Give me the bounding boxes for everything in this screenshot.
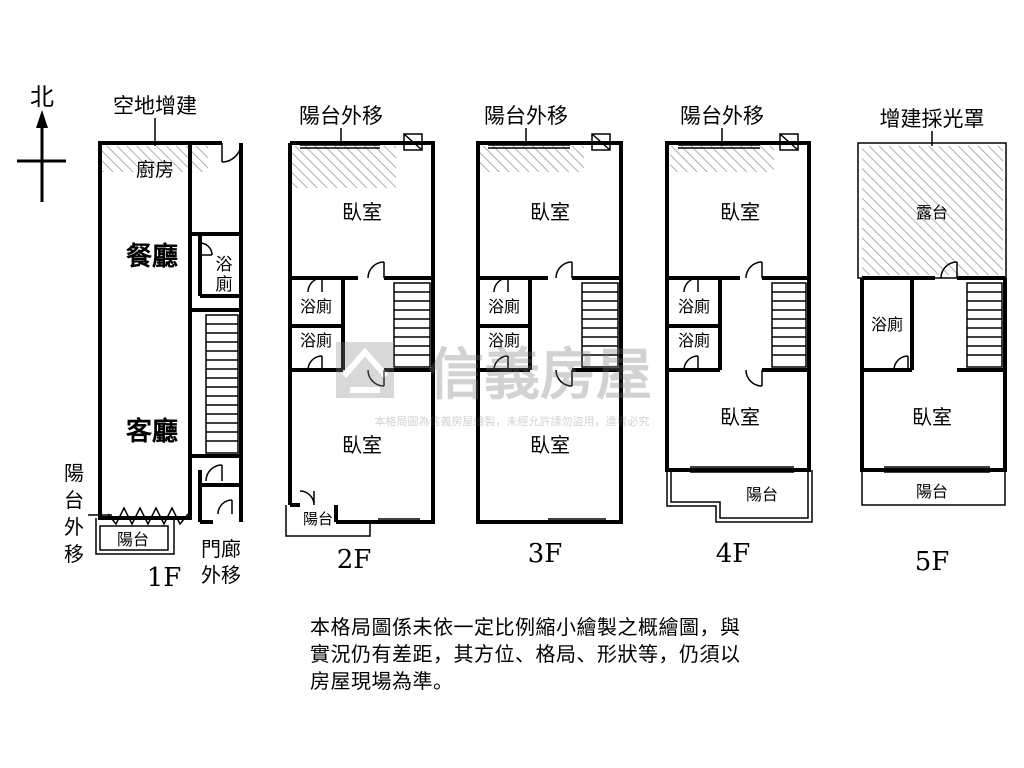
floor-3f: 陽台外移 臥室 浴廁 浴廁 臥室 bbox=[476, 104, 623, 569]
floor-4f: 陽台外移 臥室 浴廁 bbox=[665, 104, 813, 569]
f4-wall-outer bbox=[665, 141, 811, 472]
f1-balcony-shift-1: 陽 bbox=[64, 461, 84, 485]
f5-balcony-outline bbox=[861, 470, 1006, 506]
f5-terrace-hatch bbox=[862, 146, 1003, 275]
floor-5f: 增建採光罩 露台 浴廁 臥室 陽台 5F bbox=[857, 107, 1007, 577]
f4-balcony-label: 陽台 bbox=[746, 485, 778, 504]
f2-stairs bbox=[393, 282, 431, 368]
f1-balcony-shift-4: 移 bbox=[64, 542, 84, 566]
f2-bedroom-top-label: 臥室 bbox=[342, 200, 382, 224]
f3-stairs bbox=[581, 282, 619, 368]
f1-floor-label: 1F bbox=[147, 563, 182, 593]
f5-stairs bbox=[966, 282, 1003, 368]
f3-bath1-label: 浴廁 bbox=[488, 297, 520, 316]
f3-hatch-area bbox=[480, 146, 584, 172]
note-line-3: 房屋現場為準。 bbox=[310, 669, 454, 693]
f1-annex-label: 空地增建 bbox=[113, 94, 197, 118]
f4-hatch-area bbox=[670, 146, 774, 172]
disclaimer-note: 本格局圖係未依一定比例縮小繪製之概繪圖，與 實況仍有差距，其方位、格局、形狀等，… bbox=[310, 614, 780, 695]
note-line-1: 本格局圖係未依一定比例縮小繪製之概繪圖，與 bbox=[310, 615, 741, 639]
f5-balcony-label: 陽台 bbox=[916, 482, 948, 501]
f2-balcony-label: 陽台 bbox=[303, 510, 333, 528]
f2-bath1-label: 浴廁 bbox=[300, 297, 332, 316]
watermark-notice: 本格局圖為信義房屋繪製，未經允許請勿盜用，違者必究 bbox=[375, 414, 650, 428]
north-compass: 北 bbox=[17, 83, 66, 202]
f2-bath2-label: 浴廁 bbox=[300, 331, 332, 350]
f1-porch-shift-1: 門廊 bbox=[201, 537, 241, 561]
f2-floor-label: 2F bbox=[337, 545, 372, 575]
f5-wall-outer bbox=[860, 278, 1007, 472]
f5-bath-label: 浴廁 bbox=[871, 315, 903, 334]
f1-wall-outer-left bbox=[98, 141, 222, 520]
f3-floor-label: 3F bbox=[528, 539, 563, 569]
f1-balcony-box bbox=[99, 525, 169, 551]
f1-dining-label: 餐廳 bbox=[126, 241, 178, 272]
f4-bedroom-top-label: 臥室 bbox=[720, 200, 760, 224]
north-label: 北 bbox=[30, 83, 54, 111]
f1-stairs bbox=[205, 314, 239, 454]
f4-bath2-label: 浴廁 bbox=[678, 331, 710, 350]
f1-living-label: 客廳 bbox=[126, 416, 178, 447]
north-arrow-icon bbox=[36, 110, 48, 128]
f4-floor-label: 4F bbox=[716, 539, 751, 569]
f4-stairs bbox=[771, 282, 807, 368]
f3-balcony-shift-label: 陽台外移 bbox=[484, 104, 568, 128]
f4-bedroom-bottom-label: 臥室 bbox=[720, 405, 760, 429]
f3-bedroom-top-label: 臥室 bbox=[530, 200, 570, 224]
f1-balcony-shift-3: 外 bbox=[64, 515, 84, 539]
f1-kitchen-label: 廚房 bbox=[136, 158, 174, 181]
f4-balcony-shift-label: 陽台外移 bbox=[680, 104, 764, 128]
watermark-brand: 信義房屋 bbox=[428, 343, 652, 408]
f3-wall-outer bbox=[476, 141, 623, 524]
f1-bath-label-2: 廁 bbox=[216, 274, 233, 295]
f2-bedroom-bottom-label: 臥室 bbox=[342, 433, 382, 457]
f5-skylight-label: 增建採光罩 bbox=[880, 107, 985, 131]
watermark: 信義房屋 本格局圖為信義房屋繪製，未經允許請勿盜用，違者必究 bbox=[336, 342, 652, 428]
f2-balcony-shift-label: 陽台外移 bbox=[299, 104, 383, 128]
floor-2f: 陽台外移 bbox=[285, 104, 435, 575]
f1-balcony-label: 陽台 bbox=[117, 530, 149, 549]
f5-terrace-label: 露台 bbox=[916, 203, 948, 222]
f2-hatch-area bbox=[292, 146, 396, 188]
f1-balcony-shift-2: 台 bbox=[64, 488, 84, 512]
f5-bedroom-label: 臥室 bbox=[912, 405, 952, 429]
f4-balcony-outline bbox=[666, 470, 813, 523]
f3-bedroom-bottom-label: 臥室 bbox=[530, 433, 570, 457]
f1-bath-label-1: 浴 bbox=[216, 255, 233, 275]
f5-floor-label: 5F bbox=[915, 547, 950, 577]
f3-bath2-label: 浴廁 bbox=[488, 331, 520, 350]
brand-logo-icon bbox=[336, 342, 394, 398]
note-line-2: 實況仍有差距，其方位、格局、形狀等，仍須以 bbox=[310, 642, 741, 666]
floor-1f: 空地增建 bbox=[64, 94, 243, 593]
f4-bath1-label: 浴廁 bbox=[678, 297, 710, 316]
f1-porch-shift-2: 外移 bbox=[201, 563, 241, 587]
